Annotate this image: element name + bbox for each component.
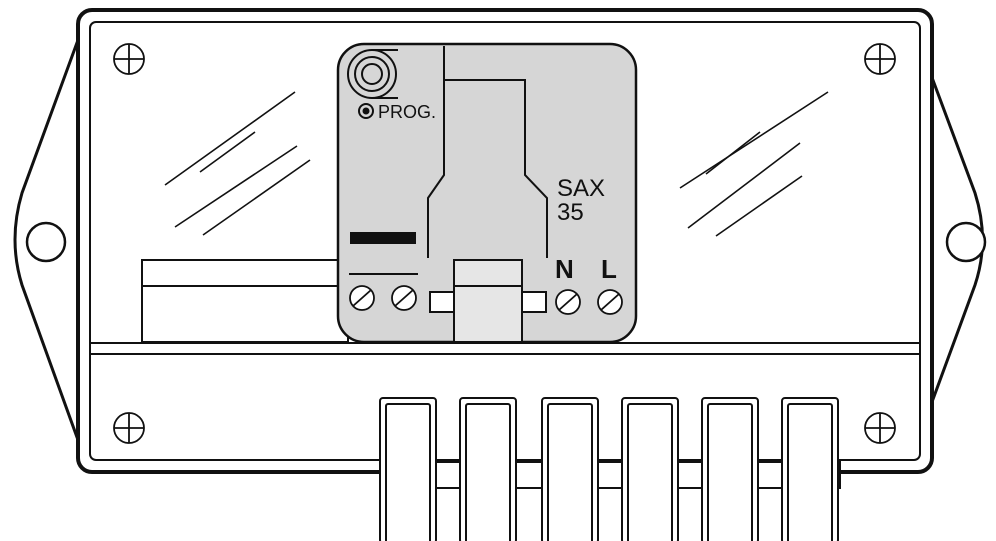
cable-gland-1 xyxy=(379,397,437,541)
gland-crossbar xyxy=(379,461,841,489)
screw-top-right-icon xyxy=(864,43,896,75)
status-bar xyxy=(350,232,416,244)
cable-gland-4 xyxy=(621,397,679,541)
glass-reflection-left xyxy=(164,91,311,236)
prog-label: PROG. xyxy=(378,102,436,122)
central-connector xyxy=(429,259,547,343)
terminal-screw-1-icon xyxy=(349,285,375,311)
cable-gland-5 xyxy=(701,397,759,541)
prog-indicator-icon xyxy=(358,103,374,119)
screw-top-left-icon xyxy=(113,43,145,75)
glass-reflection-right xyxy=(679,91,829,237)
screw-bottom-left-icon xyxy=(113,412,145,444)
model-label-line1: SAX xyxy=(557,175,605,202)
screw-bottom-right-icon xyxy=(864,412,896,444)
terminal-screw-2-icon xyxy=(391,285,417,311)
left-mounting-hole xyxy=(25,221,67,263)
cable-gland-3 xyxy=(541,397,599,541)
module-internal-wiring xyxy=(349,46,548,275)
prog-knob-icon xyxy=(347,49,398,99)
cable-gland-6 xyxy=(781,397,839,541)
model-label-line2: 35 xyxy=(557,199,584,226)
terminal-screw-n-icon xyxy=(555,289,581,315)
cable-gland-2 xyxy=(459,397,517,541)
terminal-block-left xyxy=(141,259,349,343)
terminal-n-label: N xyxy=(555,254,574,284)
right-mounting-hole xyxy=(945,221,987,263)
terminal-l-label: L xyxy=(601,254,617,284)
terminal-screw-l-icon xyxy=(597,289,623,315)
